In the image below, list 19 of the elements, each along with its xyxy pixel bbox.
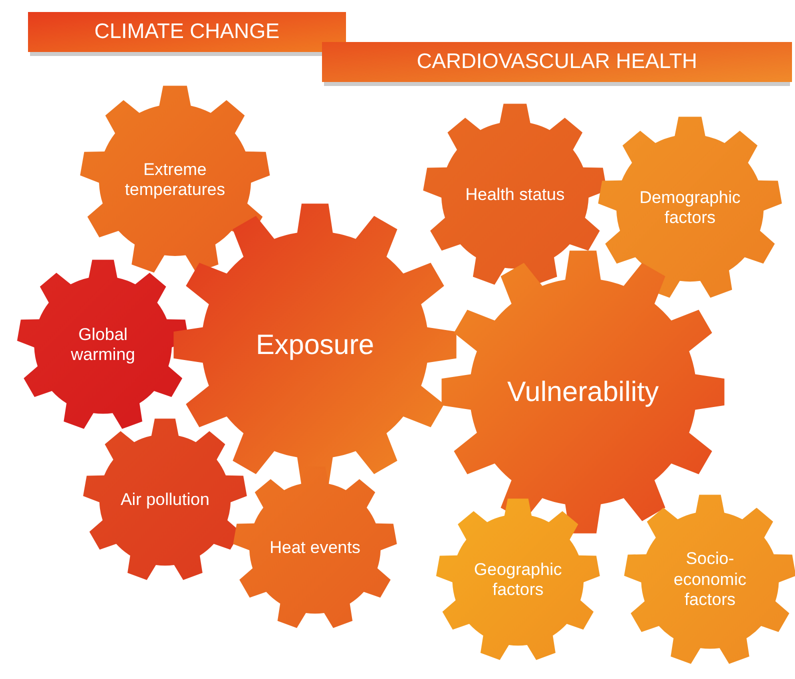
gear-label: Health status: [465, 184, 565, 206]
gear-shape: [598, 116, 782, 300]
gear-label: Exposure: [256, 328, 374, 362]
gear-label: Socio-economic factors: [672, 549, 748, 611]
gear-label: Demographic factors: [638, 188, 742, 228]
gear-shape: [80, 85, 270, 275]
gear-shape: [83, 418, 247, 582]
gear-label: Global warming: [70, 324, 136, 366]
gear-shape: [423, 103, 607, 287]
gear-shape: [436, 498, 600, 662]
gear-label: Air pollution: [120, 490, 210, 510]
gear-shape: [624, 494, 795, 666]
gear-label: Extreme temperatures: [124, 160, 226, 200]
gear-label: Vulnerability: [507, 375, 659, 409]
gear-label: Heat events: [270, 538, 360, 558]
gear-label: Geographic factors: [473, 560, 563, 600]
gear-shape: [17, 259, 189, 431]
gear-shape: [441, 250, 725, 534]
gear-shape: [173, 203, 457, 487]
